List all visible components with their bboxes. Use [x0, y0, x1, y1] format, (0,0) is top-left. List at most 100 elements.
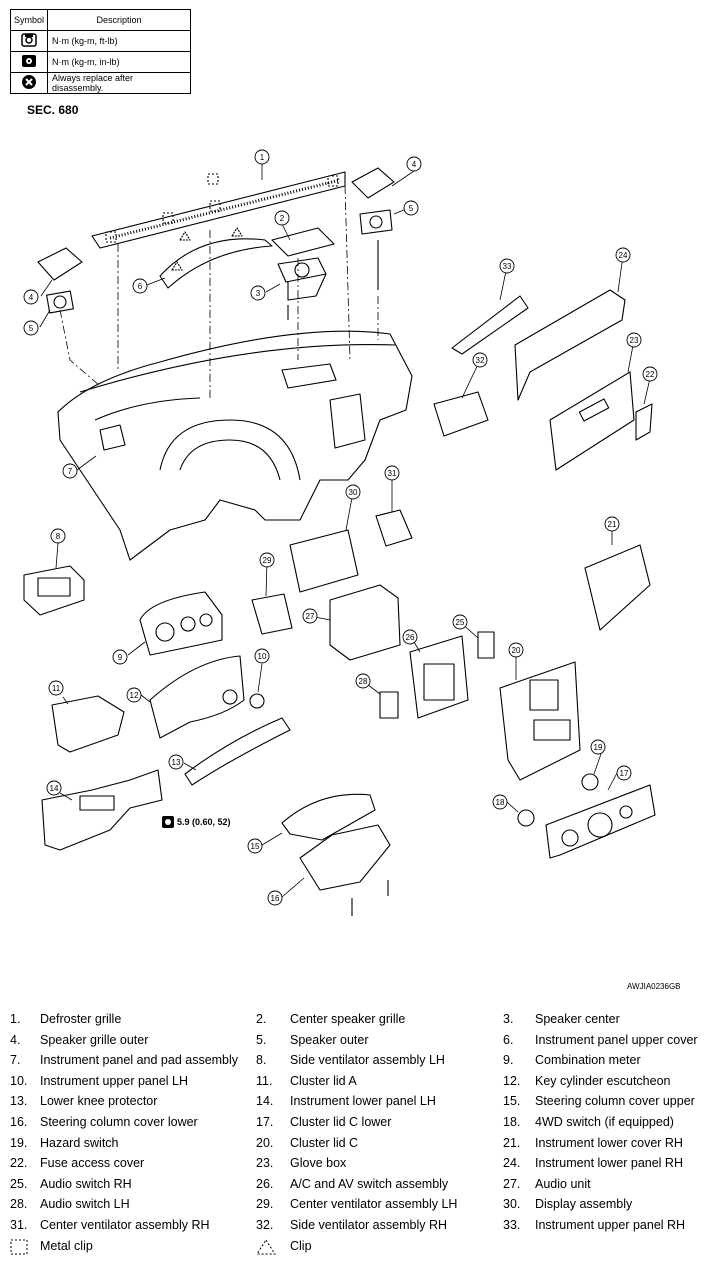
callout-circle: [168, 754, 184, 770]
part-number: 21.: [503, 1135, 521, 1150]
part-number: 13.: [10, 1094, 28, 1109]
callout-number: 23: [630, 336, 639, 345]
legend-desc-replace: Always replace after disassembly.: [47, 72, 191, 94]
callout-circle: [132, 278, 148, 294]
callout-circle: [259, 552, 275, 568]
callout-number: 13: [172, 758, 181, 767]
callout-number: 1: [260, 153, 265, 162]
part-name: Display assembly: [535, 1197, 633, 1212]
callout-circle: [267, 890, 283, 906]
callout-number: 30: [349, 488, 358, 497]
lower-cover-rh-part: [584, 544, 651, 631]
part-name: Audio switch LH: [40, 1197, 130, 1212]
callout-circle: [345, 484, 361, 500]
callout-circle: [492, 794, 508, 810]
defroster-grille-part: [91, 171, 346, 249]
upper-panel-rh-part: [451, 295, 529, 355]
part-name: Fuse access cover: [40, 1156, 145, 1171]
callout-number: 32: [476, 356, 485, 365]
key-cylinder-escutcheon-part: [249, 693, 265, 709]
callout-number: 12: [130, 691, 139, 700]
callout-circle: [508, 642, 524, 658]
symbol-legend-table: Symbol Description N·m (kg-m, ft-lb) N·m…: [10, 9, 191, 94]
callout-circle: [254, 648, 270, 664]
callout-circle: [274, 210, 290, 226]
clip-icon: [256, 1238, 276, 1258]
part-number: 1.: [10, 1012, 21, 1026]
part-number: 28.: [10, 1197, 28, 1212]
part-name: Center ventilator assembly LH: [290, 1197, 458, 1212]
part-number: 32.: [256, 1218, 274, 1232]
part-number: 19.: [10, 1135, 28, 1150]
callout-circle: [402, 629, 418, 645]
part-name: Instrument panel and pad assembly: [40, 1053, 239, 1068]
metal-clip-icon: [10, 1239, 28, 1258]
4wd-switch-part: [517, 809, 535, 827]
glove-box-part: [549, 371, 635, 471]
callout-circle: [499, 258, 515, 274]
exploded-parts-diagram: 1234455678910111213141516171819202122232…: [23, 149, 658, 916]
callout-circle: [46, 780, 62, 796]
callout-circle: [250, 285, 266, 301]
part-name: Cluster lid C lower: [290, 1115, 392, 1129]
callout-circle: [626, 332, 642, 348]
part-number: 23.: [256, 1156, 274, 1171]
callout-number: 11: [52, 684, 61, 693]
part-number: 22.: [10, 1156, 28, 1171]
callout-number: 29: [263, 556, 272, 565]
part-name: Cluster lid A: [290, 1073, 357, 1088]
center-ventilator-lh-part: [251, 593, 293, 635]
callout-circle: [616, 765, 632, 781]
part-number: 18.: [503, 1115, 521, 1129]
part-number: 16.: [10, 1115, 28, 1129]
always-replace-icon: [10, 72, 48, 94]
side-ventilator-lh-part: [23, 565, 85, 616]
cluster-lid-c-lower-part: [545, 784, 656, 859]
steering-column-lower-part: [299, 824, 391, 891]
fuse-access-cover-part: [635, 403, 653, 441]
center-ventilator-rh-part: [375, 509, 413, 547]
callout-number: 15: [251, 842, 260, 851]
part-number: 4.: [10, 1032, 21, 1047]
part-name: Audio unit: [535, 1176, 591, 1191]
part-number: 24.: [503, 1156, 521, 1171]
combination-meter-part: [139, 591, 223, 656]
callout-number: 7: [68, 467, 73, 476]
part-name: Speaker center: [535, 1012, 620, 1026]
part-name: Combination meter: [535, 1053, 641, 1068]
part-name: 4WD switch (if equipped): [535, 1115, 674, 1129]
torque-spec: 5.9 (0.60, 52): [162, 816, 231, 828]
callout-number: 26: [406, 633, 415, 642]
callout-number: 16: [271, 894, 280, 903]
part-number: 14.: [256, 1094, 274, 1109]
part-number: 27.: [503, 1176, 521, 1191]
callout-circle: [23, 289, 39, 305]
part-name: Glove box: [290, 1156, 347, 1171]
figure-code: AWJIA0236GB: [627, 982, 681, 991]
part-name: Hazard switch: [40, 1135, 119, 1150]
part-number: 5.: [256, 1032, 267, 1047]
part-name: Steering column cover lower: [40, 1115, 198, 1129]
part-number: 3.: [503, 1012, 514, 1026]
steering-column-upper-part: [281, 793, 376, 841]
part-name: Instrument upper panel RH: [535, 1218, 686, 1232]
part-number: 31.: [10, 1218, 28, 1232]
part-name: Speaker outer: [290, 1032, 369, 1047]
callout-circle: [247, 838, 263, 854]
part-name: Center ventilator assembly RH: [40, 1218, 210, 1232]
callout-circle: [472, 352, 488, 368]
callout-number: 4: [29, 293, 34, 302]
part-number: 20.: [256, 1135, 274, 1150]
part-name: Steering column cover upper: [535, 1094, 695, 1109]
callout-circle: [302, 608, 318, 624]
callout-circle: [406, 156, 422, 172]
callout-circle: [615, 247, 631, 263]
audio-switch-lh-part: [379, 691, 399, 719]
part-number: 12.: [503, 1073, 521, 1088]
part-name: Side ventilator assembly RH: [290, 1218, 448, 1232]
hazard-switch-part: [581, 773, 599, 791]
part-name: Speaker grille outer: [40, 1032, 149, 1047]
callout-number: 33: [503, 262, 512, 271]
instrument-panel-assembly: [57, 330, 413, 561]
part-name: Center speaker grille: [290, 1012, 406, 1026]
